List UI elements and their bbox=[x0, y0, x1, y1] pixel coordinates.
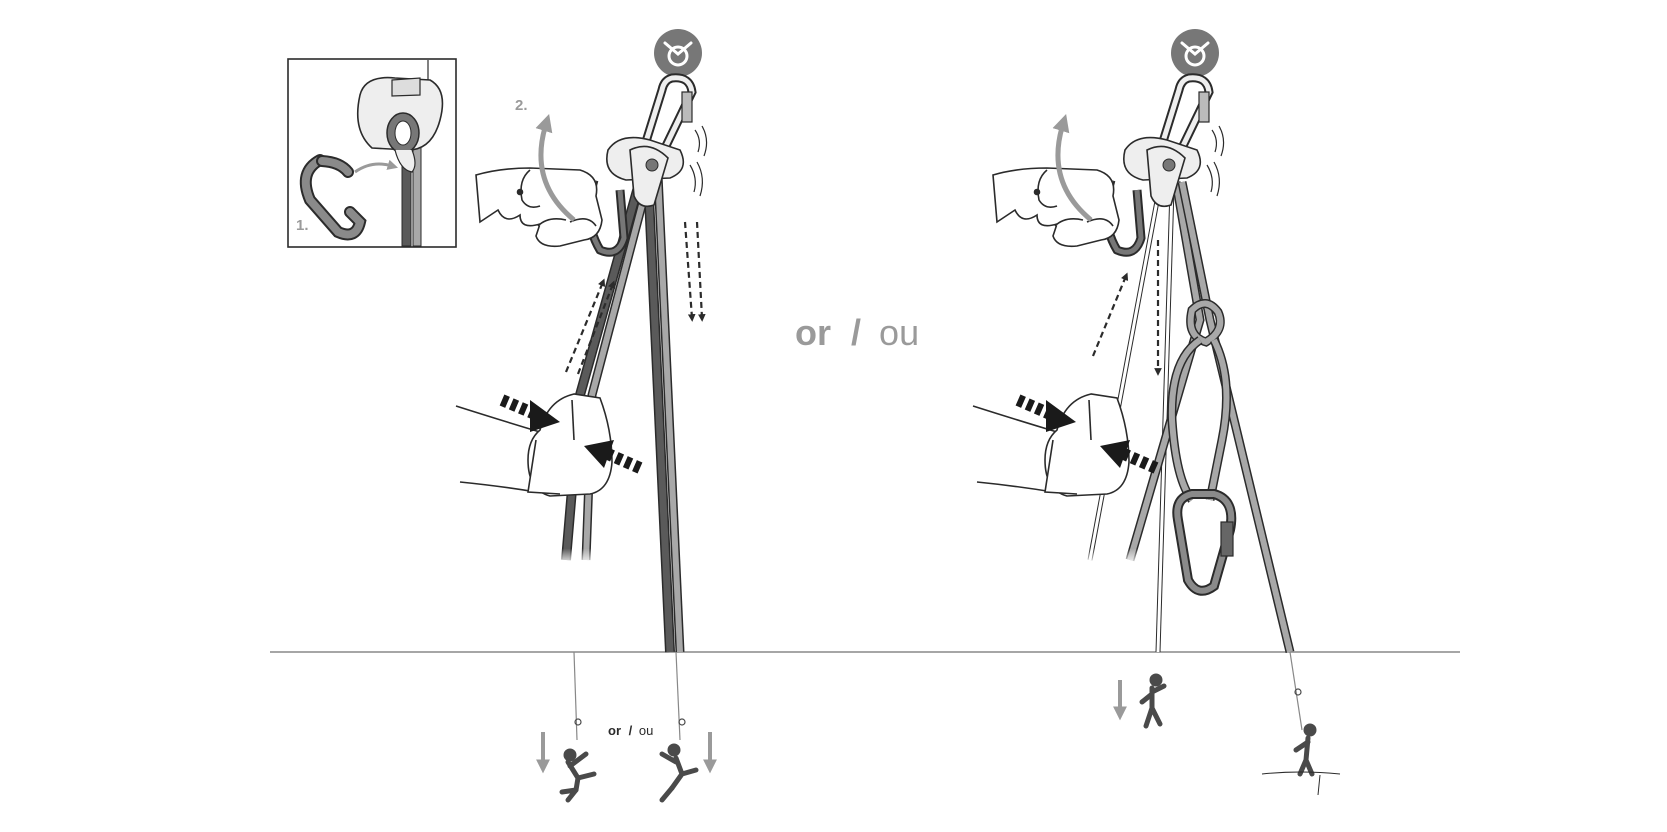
carabiner-icon bbox=[299, 154, 367, 241]
small-or-slash: / bbox=[629, 723, 633, 738]
or-separator-label: or / ou bbox=[795, 312, 919, 353]
rotate-arrow-icon bbox=[1052, 113, 1093, 222]
squeeze-arrow-icon bbox=[499, 394, 643, 474]
carabiner-icon bbox=[1172, 489, 1237, 596]
step-1-label: 1. bbox=[296, 217, 309, 234]
step-2-label: 2. bbox=[515, 97, 528, 114]
climber-icon bbox=[659, 718, 699, 803]
rope-motion-arrow-icon bbox=[564, 221, 706, 375]
vibration-lines bbox=[1206, 125, 1225, 197]
climber-icon bbox=[1139, 673, 1167, 729]
belay-device-icon bbox=[356, 76, 444, 173]
or-fr: ou bbox=[879, 312, 919, 353]
rope-knot bbox=[1167, 299, 1231, 503]
vibration-lines bbox=[689, 125, 708, 197]
or-en: or bbox=[795, 312, 831, 353]
small-or-en: or bbox=[608, 723, 621, 738]
rope-strands bbox=[1075, 181, 1295, 654]
climber-icon bbox=[559, 718, 597, 803]
inset-panel: 1. bbox=[287, 58, 457, 248]
small-or-label: or / ou bbox=[608, 723, 653, 738]
ground-patch bbox=[1261, 771, 1341, 796]
squeeze-arrow-icon bbox=[1015, 394, 1159, 474]
right-scene bbox=[972, 29, 1341, 796]
left-scene: 2. bbox=[455, 29, 717, 803]
hand-icon bbox=[992, 167, 1120, 248]
or-slash: / bbox=[851, 312, 861, 353]
anchor-badge-icon bbox=[1171, 29, 1219, 77]
hand-icon bbox=[475, 167, 603, 248]
small-or-fr: ou bbox=[639, 723, 653, 738]
rope-motion-arrow-icon bbox=[1091, 240, 1162, 376]
anchor-badge-icon bbox=[654, 29, 702, 77]
insert-arrow-icon bbox=[354, 159, 399, 174]
rotate-arrow-icon bbox=[535, 113, 576, 222]
belay-device-icon bbox=[584, 136, 685, 257]
